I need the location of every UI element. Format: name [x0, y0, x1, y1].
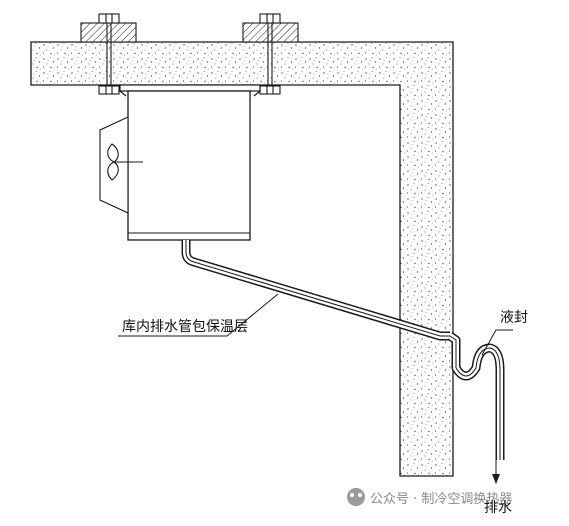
fan-icon [99, 116, 143, 214]
drain-arrow-icon [492, 460, 500, 484]
pipe-insulation-leader [118, 293, 279, 337]
liquid-seal-leader [481, 329, 513, 356]
hanging-bolt-right [259, 13, 281, 95]
pipe-insulation-label: 库内排水管包保温层 [122, 319, 248, 335]
watermark-logo-icon [347, 488, 365, 506]
evaporator-unit [127, 90, 251, 241]
watermark-text: 公众号 · 制冷空调换热器 [370, 492, 512, 507]
drain-pipe-core [185, 240, 450, 337]
drain-outlet-label: 排水 [484, 500, 512, 516]
liquid-seal-trap-core [449, 335, 501, 460]
mounting-pad-right [242, 22, 299, 43]
mounting-pad-left [80, 22, 137, 43]
ceiling-and-wall [30, 41, 454, 477]
liquid-seal-label: 液封 [500, 310, 528, 326]
hanging-bolt-left [98, 13, 120, 95]
